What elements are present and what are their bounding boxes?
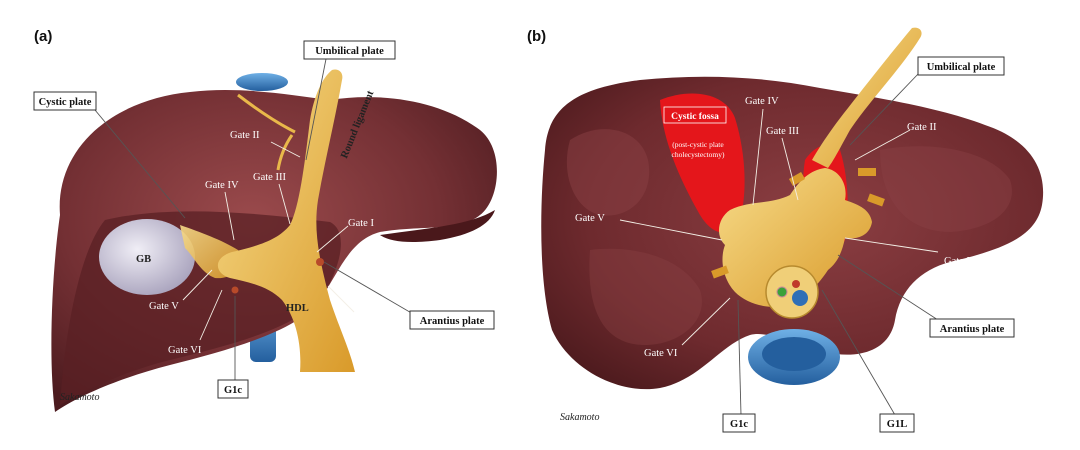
post-cystic-label-1: (post-cystic plate bbox=[672, 140, 724, 149]
stub-1 bbox=[788, 172, 806, 186]
g1l-label-b: G1L bbox=[887, 419, 907, 430]
g1l-label-a: G1L bbox=[362, 318, 381, 329]
ivc-top-a bbox=[236, 73, 288, 91]
gate-v-label-a: Gate V bbox=[149, 301, 179, 312]
leader-gate-iv-a bbox=[224, 191, 235, 241]
stub-4 bbox=[711, 265, 729, 279]
hdl-cross-section bbox=[765, 265, 819, 319]
gate-ii-branch-a bbox=[276, 134, 294, 171]
leader-arantius-b bbox=[837, 254, 939, 321]
portal-vein-section bbox=[792, 290, 808, 306]
bile-duct-section bbox=[776, 286, 788, 298]
plate-b bbox=[718, 168, 872, 307]
g1l-box-b bbox=[879, 413, 915, 433]
leader-gate-vi-a bbox=[199, 289, 223, 341]
leader-gate-ii-a bbox=[270, 141, 301, 158]
arantius-plate-box-b bbox=[929, 318, 1015, 338]
gate-iii-label-b: Gate III bbox=[766, 126, 799, 137]
leader-gate-vi-b bbox=[681, 297, 731, 346]
arantius-plate-box-a bbox=[409, 310, 495, 330]
gate-vi-label-a: Gate VI bbox=[168, 345, 202, 356]
liver-edge-a bbox=[380, 210, 495, 243]
panel-a-letter: (a) bbox=[34, 28, 52, 45]
leader-gate-i-b bbox=[844, 237, 939, 253]
lobe-highlight-3 bbox=[589, 248, 702, 345]
gate-iii-label-a: Gate III bbox=[253, 172, 286, 183]
umbilical-plate-label-a: Umbilical plate bbox=[315, 46, 384, 57]
hepatic-artery-section bbox=[792, 280, 800, 288]
leader-arantius-a bbox=[323, 261, 421, 319]
leader-gate-i-a bbox=[316, 225, 349, 253]
cystic-fossa-shape bbox=[660, 93, 745, 233]
arantius-plate-label-a: Arantius plate bbox=[420, 316, 485, 327]
stub-2 bbox=[858, 168, 876, 176]
gate-v-label-b: Gate V bbox=[575, 213, 605, 224]
gate-iv-label-b: Gate IV bbox=[745, 96, 779, 107]
panel-b-letter: (b) bbox=[527, 28, 546, 45]
leader-g1l-a bbox=[327, 285, 355, 313]
leader-gate-iv-b bbox=[752, 108, 764, 206]
cystic-fossa-label: Cystic fossa bbox=[671, 112, 719, 122]
leader-gate-ii-b bbox=[854, 129, 911, 161]
stub-3 bbox=[867, 193, 885, 207]
leader-gate-iii-a bbox=[278, 183, 291, 225]
umbilical-plate-box-b bbox=[917, 56, 1005, 76]
cystic-plate-box-a bbox=[33, 91, 97, 111]
g1c-label-a: G1c bbox=[224, 385, 242, 396]
gate-vi-label-b: Gate VI bbox=[644, 348, 678, 359]
lobe-highlight-1 bbox=[566, 129, 650, 216]
falciform-a bbox=[237, 93, 296, 134]
g1c-box-a bbox=[217, 379, 249, 399]
g1c-vessel bbox=[231, 286, 239, 294]
leader-gate-iii-b bbox=[781, 137, 799, 201]
signature-b: Sakamoto bbox=[560, 412, 599, 423]
gb-label: GB bbox=[136, 254, 151, 265]
g1l-vessel bbox=[316, 258, 324, 266]
umbilical-plate-shape bbox=[217, 69, 355, 373]
gate-iv-label-a: Gate IV bbox=[205, 180, 239, 191]
gate-i-label-a: Gate I bbox=[348, 218, 374, 229]
gate-ii-label-a: Gate II bbox=[230, 130, 260, 141]
cystic-plate-label-a: Cystic plate bbox=[39, 97, 92, 108]
gate-i-label-b: Gate I bbox=[944, 256, 970, 267]
round-ligament-b bbox=[812, 27, 922, 168]
leader-gate-v-a bbox=[182, 269, 213, 301]
post-cystic-label-2: cholecystectomy) bbox=[672, 150, 725, 159]
umbilical-plate-label-b: Umbilical plate bbox=[927, 62, 996, 73]
g1c-label-b: G1c bbox=[730, 419, 748, 430]
leader-gate-v-b bbox=[619, 219, 723, 241]
panel-a: (a) Sakamoto bbox=[33, 28, 497, 412]
hdl-label: HDL bbox=[286, 303, 309, 314]
umbilical-plate-box-a bbox=[303, 40, 396, 60]
g1c-box-b bbox=[722, 413, 756, 433]
lobe-highlight-2 bbox=[880, 146, 1012, 232]
arantius-plate-label-b: Arantius plate bbox=[940, 324, 1005, 335]
leader-cystic-a bbox=[94, 109, 186, 219]
leader-umbilical-a bbox=[305, 58, 327, 161]
cystic-fossa-box bbox=[663, 106, 727, 124]
leader-umbilical-b bbox=[849, 71, 921, 146]
leader-g1l-b bbox=[821, 289, 896, 416]
gate-ii-label-b: Gate II bbox=[907, 122, 937, 133]
ivc-lumen-b bbox=[762, 337, 826, 371]
gallbladder bbox=[99, 219, 195, 295]
signature-a: Sakamoto bbox=[60, 392, 99, 403]
panel-b: (b) Sakamoto bbox=[527, 27, 1044, 433]
leader-g1c-b bbox=[737, 299, 742, 416]
